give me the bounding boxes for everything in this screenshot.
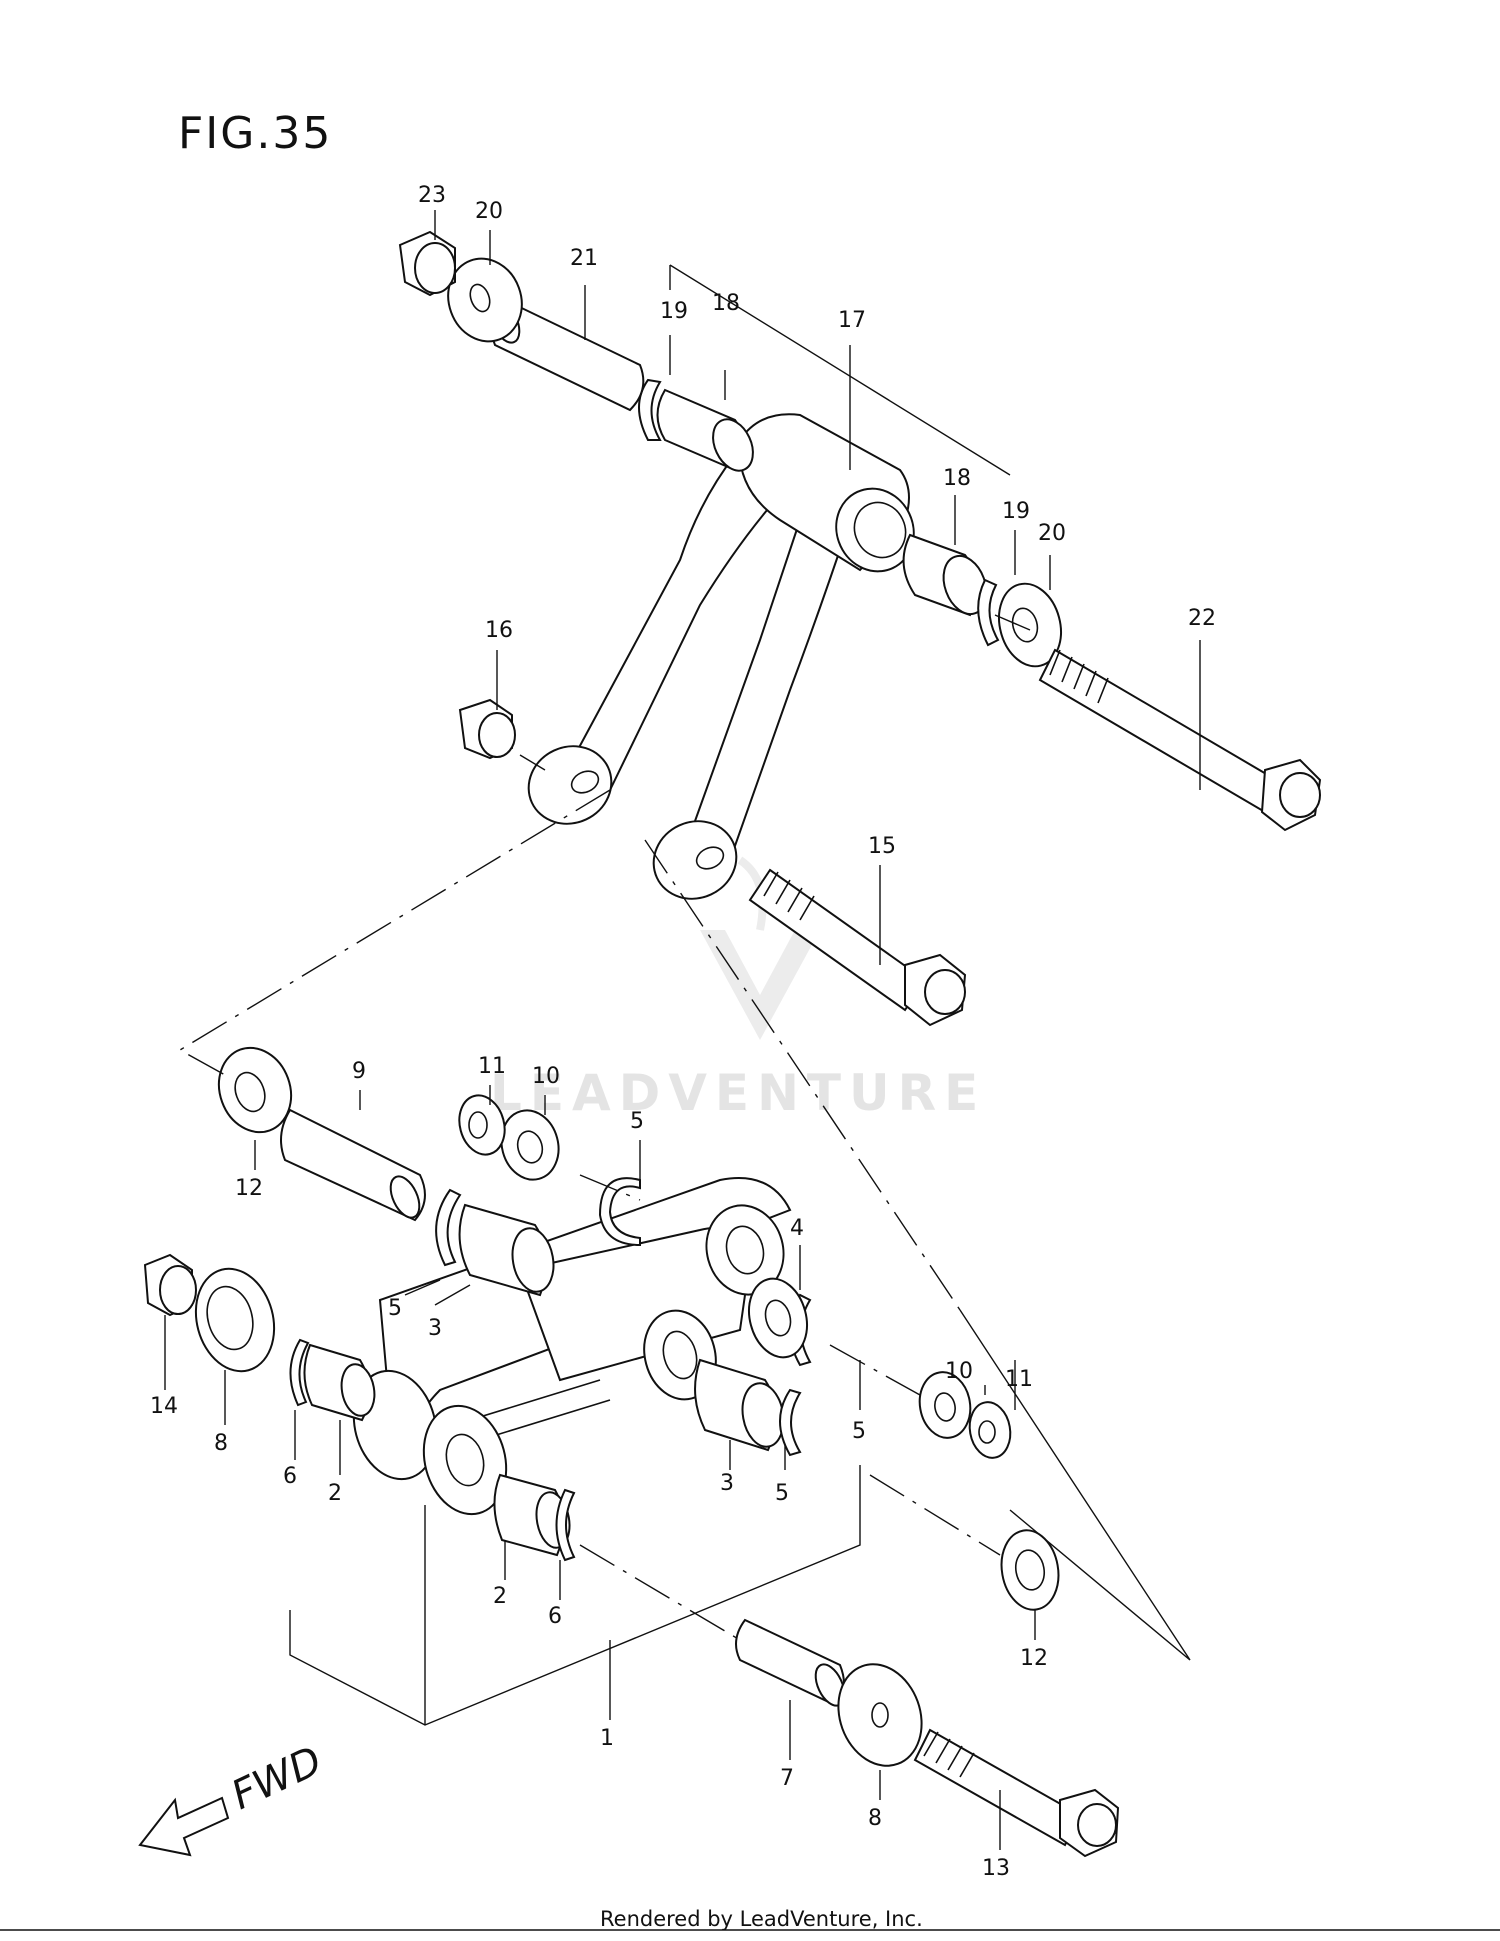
callout-10-upper: 10 bbox=[532, 1064, 560, 1089]
bearing-3-upper bbox=[458, 1203, 555, 1297]
washer-20-upper-right bbox=[998, 582, 1062, 668]
washer-20-upper-left bbox=[447, 257, 523, 343]
fwd-label: FWD bbox=[225, 1738, 329, 1819]
footer-credit: Rendered by LeadVenture, Inc. bbox=[600, 1907, 923, 1931]
callout-labels: 23 20 21 19 18 17 18 19 20 22 16 15 9 11… bbox=[150, 183, 1216, 1881]
callout-23: 23 bbox=[418, 183, 446, 208]
washer-11-upper bbox=[458, 1094, 506, 1156]
callout-9: 9 bbox=[352, 1059, 366, 1084]
callout-5-right: 5 bbox=[852, 1419, 866, 1444]
callout-13: 13 bbox=[982, 1856, 1010, 1881]
bearing-18-upper-left bbox=[656, 388, 754, 472]
washer-8-left bbox=[194, 1267, 276, 1373]
nut-16 bbox=[458, 698, 516, 760]
callout-5-left: 5 bbox=[388, 1296, 402, 1321]
callout-21: 21 bbox=[570, 246, 598, 271]
callout-10-lower: 10 bbox=[945, 1359, 973, 1384]
bolt-22 bbox=[1038, 648, 1322, 832]
figure-title: FIG.35 bbox=[178, 108, 332, 159]
callout-20-upper-left: 20 bbox=[475, 199, 503, 224]
nut-14 bbox=[143, 1253, 197, 1317]
nut-23 bbox=[398, 230, 456, 297]
collar-9 bbox=[280, 1108, 426, 1222]
callout-17: 17 bbox=[838, 308, 866, 333]
seal-6-lower bbox=[555, 1488, 576, 1562]
seal-6-left bbox=[289, 1338, 310, 1407]
bearing-2-left bbox=[303, 1343, 376, 1422]
callout-8-lower: 8 bbox=[868, 1806, 882, 1831]
callout-2-left: 2 bbox=[328, 1481, 342, 1506]
callout-4: 4 bbox=[790, 1216, 804, 1241]
callout-19-upper-right: 19 bbox=[1002, 499, 1030, 524]
callout-8-left: 8 bbox=[214, 1431, 228, 1456]
bearing-3-lower bbox=[694, 1358, 785, 1452]
callout-12-upper: 12 bbox=[235, 1176, 263, 1201]
bolt-13 bbox=[913, 1728, 1120, 1858]
callout-5-lower: 5 bbox=[775, 1481, 789, 1506]
callout-11-lower: 11 bbox=[1005, 1367, 1033, 1392]
seal-19-upper-right bbox=[977, 578, 1000, 647]
bolt-15 bbox=[748, 868, 967, 1027]
callout-5-upper-center: 5 bbox=[630, 1109, 644, 1134]
seal-5-lower bbox=[779, 1388, 802, 1457]
callout-2-lower: 2 bbox=[493, 1584, 507, 1609]
forward-arrow-icon bbox=[138, 1796, 230, 1857]
callout-18-upper-right: 18 bbox=[943, 466, 971, 491]
callout-7: 7 bbox=[780, 1766, 794, 1791]
callout-18-upper-left: 18 bbox=[712, 291, 740, 316]
callout-19-upper-left: 19 bbox=[660, 299, 688, 324]
oil-seal-10-lower bbox=[918, 1371, 972, 1439]
collar-7 bbox=[735, 1618, 846, 1707]
washer-12-upper bbox=[217, 1046, 293, 1134]
oil-seal-10-upper bbox=[500, 1109, 560, 1181]
watermark-text: LEADVENTURE bbox=[490, 1064, 986, 1122]
assembly-lines bbox=[178, 264, 1191, 1726]
watermark-logo: LEADVENTURE bbox=[490, 856, 986, 1122]
forward-direction-indicator: FWD bbox=[138, 1738, 329, 1857]
callout-22: 22 bbox=[1188, 606, 1216, 631]
callout-14: 14 bbox=[150, 1394, 178, 1419]
washer-12-lower bbox=[1000, 1529, 1060, 1611]
seal-5-upper bbox=[435, 1188, 462, 1267]
washer-11-lower bbox=[968, 1401, 1012, 1459]
washer-8-lower bbox=[837, 1663, 923, 1767]
callout-15: 15 bbox=[868, 834, 896, 859]
callout-20-upper-right: 20 bbox=[1038, 521, 1066, 546]
callout-1: 1 bbox=[600, 1726, 614, 1751]
seal-5-center bbox=[598, 1177, 641, 1247]
cushion-lever-17 bbox=[527, 413, 915, 900]
callout-leaders bbox=[164, 210, 1201, 1850]
callout-16: 16 bbox=[485, 618, 513, 643]
bearing-18-upper-right bbox=[902, 533, 988, 617]
callout-12-lower: 12 bbox=[1020, 1646, 1048, 1671]
callout-6-left: 6 bbox=[283, 1464, 297, 1489]
callout-3-upper: 3 bbox=[428, 1316, 442, 1341]
callout-3-lower: 3 bbox=[720, 1471, 734, 1496]
callout-11-upper: 11 bbox=[478, 1054, 506, 1079]
callout-6-lower: 6 bbox=[548, 1604, 562, 1629]
spacer-4 bbox=[748, 1277, 808, 1359]
